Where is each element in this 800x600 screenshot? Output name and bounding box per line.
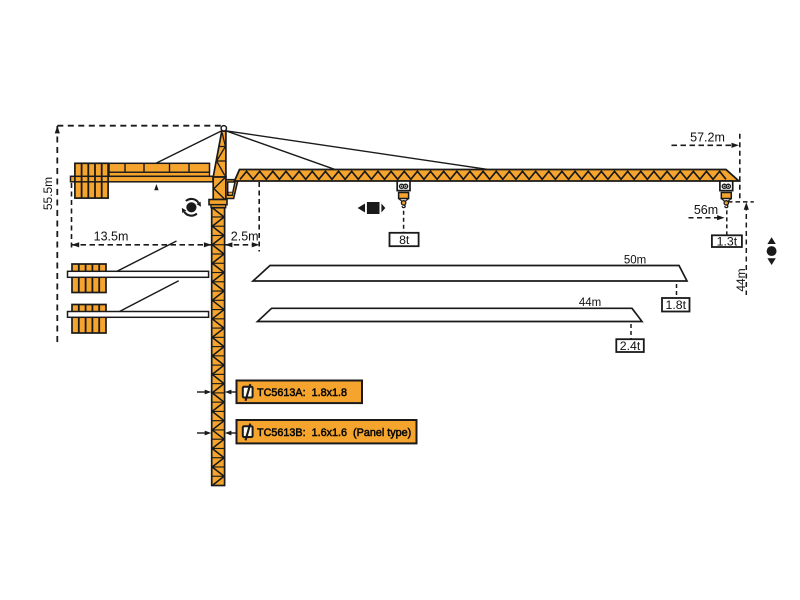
svg-text:1.8t: 1.8t (666, 298, 687, 312)
svg-text:57.2m: 57.2m (690, 131, 725, 145)
svg-text:2.5m: 2.5m (231, 229, 259, 243)
svg-text:56m: 56m (694, 203, 718, 217)
svg-text:50m: 50m (624, 254, 646, 266)
svg-text:1.3t: 1.3t (717, 234, 738, 248)
svg-text:44m: 44m (734, 268, 748, 291)
svg-text:2.4t: 2.4t (620, 339, 641, 353)
svg-text:TC5613A: 1.8x1.8: TC5613A: 1.8x1.8 (257, 387, 347, 399)
svg-text:55.5m: 55.5m (41, 177, 55, 210)
svg-text:8t: 8t (399, 233, 410, 247)
svg-text:44m: 44m (579, 297, 601, 309)
svg-text:TC5613B: 1.6x1.6 (Panel type: TC5613B: 1.6x1.6 (Panel type) (257, 427, 411, 439)
svg-text:13.5m: 13.5m (94, 229, 129, 243)
